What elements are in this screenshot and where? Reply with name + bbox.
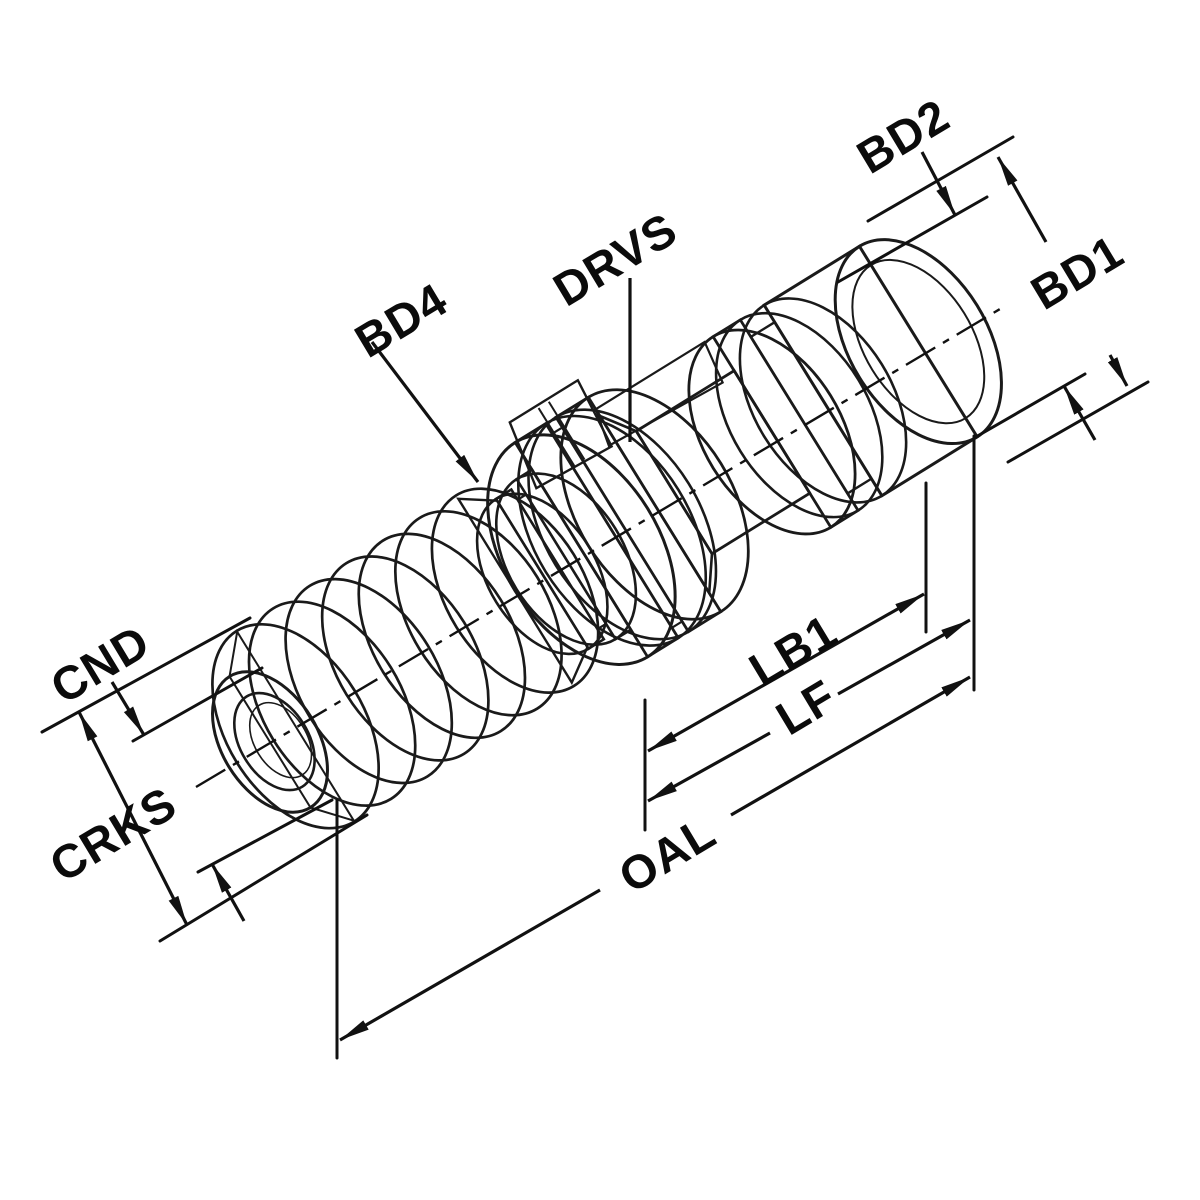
dim-label-lb1: LB1 — [740, 604, 846, 697]
ext-head-top — [866, 135, 1015, 223]
gripper-groove — [749, 320, 874, 496]
dim-bd2-arrow-top — [920, 151, 957, 216]
dim-label-bd1: BD1 — [1022, 224, 1132, 319]
ext-nose-top — [131, 666, 264, 743]
dim-oal-left — [339, 888, 601, 1042]
tip-end-face — [211, 670, 329, 814]
stud-thread — [211, 487, 600, 830]
ext-groove-top — [836, 195, 989, 284]
ext-thread-top — [40, 616, 252, 734]
dim-label-bd4: BD4 — [346, 272, 456, 367]
dim-cnd-arrow-bottom — [210, 863, 246, 922]
stud-rings — [456, 467, 638, 686]
stud-neck — [594, 340, 812, 598]
dim-lf-right — [837, 618, 971, 696]
ext-groove-bottom — [972, 372, 1087, 440]
dim-lf-left — [647, 731, 771, 803]
bd4-leader-arrow — [370, 341, 480, 483]
center-line — [195, 307, 1001, 789]
head-front-chamfer — [851, 258, 986, 425]
dim-crks — [77, 711, 189, 926]
dimension-lines — [77, 151, 1129, 1042]
dim-bd1-bottom — [1107, 354, 1129, 387]
stud-head — [687, 238, 1003, 536]
dim-bd2-arrow-bottom — [1062, 385, 1097, 441]
dim-oal-right — [730, 675, 971, 817]
ext-thread-bottom — [158, 813, 369, 943]
dim-cnd-arrow-top — [110, 681, 146, 736]
dim-label-crks: CRKS — [41, 776, 186, 892]
ext-head-bottom — [1006, 380, 1150, 464]
dim-label-drvs: DRVS — [544, 202, 686, 316]
flange-groove — [550, 425, 684, 630]
stud-flange — [486, 378, 750, 666]
dim-label-oal: OAL — [610, 805, 725, 903]
dim-bd1-top — [996, 156, 1048, 243]
dim-lb1 — [647, 592, 925, 753]
dim-label-bd2: BD2 — [848, 88, 958, 183]
stud-tip — [211, 629, 357, 823]
drive-flat-face — [508, 378, 614, 490]
ext-nose-bottom — [196, 798, 334, 874]
